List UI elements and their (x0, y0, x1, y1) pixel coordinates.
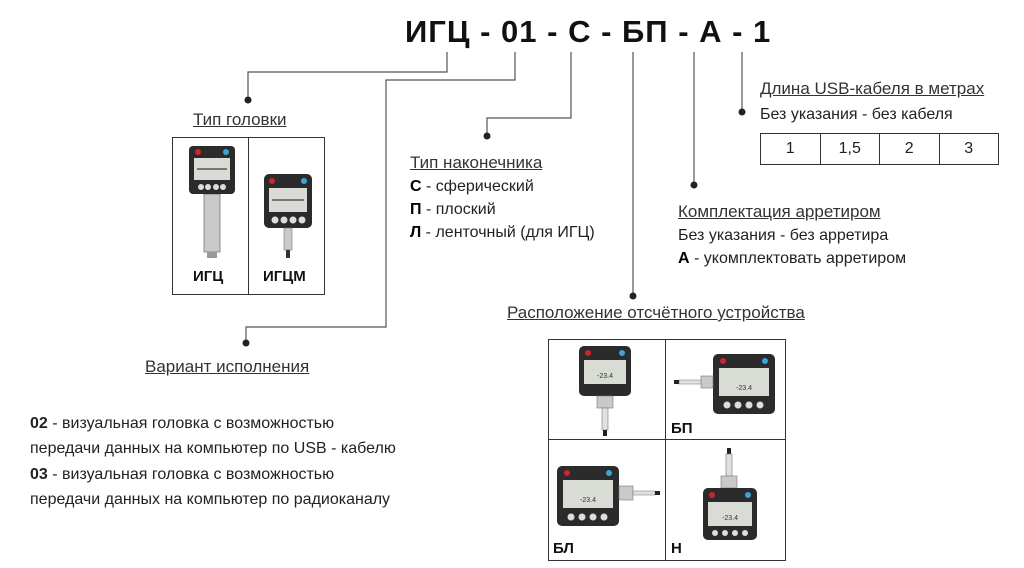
cable-length-1: 1 (761, 134, 821, 164)
variant-03-line1: - визуальная головка с возможностью (47, 466, 335, 483)
display-value: -23.4 (722, 515, 738, 522)
grid-divider-v (665, 340, 666, 560)
position-default-image: -23.4 (579, 346, 631, 436)
arrestor-options: Без указания - без арретира А - укомплек… (678, 224, 906, 270)
variant-02-line2: передачи данных на компьютер по USB - ка… (30, 440, 396, 457)
grid-divider-h (549, 439, 785, 440)
position-bl-image: -23.4 (557, 466, 660, 526)
tip-options: С - сферический П - плоский Л - ленточны… (410, 175, 595, 244)
position-bp-image: -23.4 (674, 354, 775, 414)
cable-length-1-5: 1,5 (821, 134, 880, 164)
display-value: -23.4 (580, 497, 596, 504)
head-type-igc-label: ИГЦ (193, 268, 224, 285)
variant-03: 03 - визуальная головка с возможностью п… (30, 462, 390, 512)
variant-03-code: 03 (30, 466, 48, 483)
arrestor-with: А - укомплектовать арретиром (678, 250, 907, 267)
position-bp-label: БП (671, 420, 693, 437)
position-grid: -23.4 -23.4 БП -23.4 БЛ (548, 339, 786, 561)
head-type-heading: Тип головки (193, 110, 287, 129)
display-value: -23.4 (736, 385, 752, 392)
position-n-label: Н (671, 540, 682, 557)
variant-02-code: 02 (30, 415, 48, 432)
cable-length-table: 1 1,5 2 3 (760, 133, 999, 165)
head-type-igcm-label: ИГЦМ (263, 268, 306, 285)
variant-heading: Вариант исполнения (145, 357, 310, 376)
position-n-image: -23.4 (703, 448, 757, 540)
cable-length-3: 3 (964, 140, 974, 157)
igc-device-image (189, 146, 235, 258)
variant-02: 02 - визуальная головка с возможностью п… (30, 411, 396, 461)
igcm-device-image (264, 174, 312, 258)
product-code: ИГЦ - 01 - С - БП - А - 1 (405, 14, 772, 49)
head-type-box: ИГЦ ИГЦМ (172, 137, 325, 295)
arrestor-heading: Комплектация арретиром (678, 202, 881, 221)
position-heading: Расположение отсчётного устройства (507, 303, 805, 322)
tip-option-ribbon: Л - ленточный (для ИГЦ) (410, 224, 595, 241)
cable-none: Без указания - без кабеля (760, 106, 953, 123)
tip-heading: Тип наконечника (410, 153, 543, 172)
cable-length-2: 2 (880, 134, 940, 164)
position-bl-label: БЛ (553, 540, 574, 557)
variant-02-line1: - визуальная головка с возможностью (47, 415, 335, 432)
tip-option-flat: П - плоский (410, 201, 496, 218)
display-value: -23.4 (597, 373, 613, 380)
cable-heading: Длина USB-кабеля в метрах (760, 79, 985, 98)
divider (248, 138, 249, 294)
variant-03-line2: передачи данных на компьютер по радиокан… (30, 491, 391, 508)
tip-option-spherical: С - сферический (410, 178, 534, 195)
arrestor-none: Без указания - без арретира (678, 227, 889, 244)
